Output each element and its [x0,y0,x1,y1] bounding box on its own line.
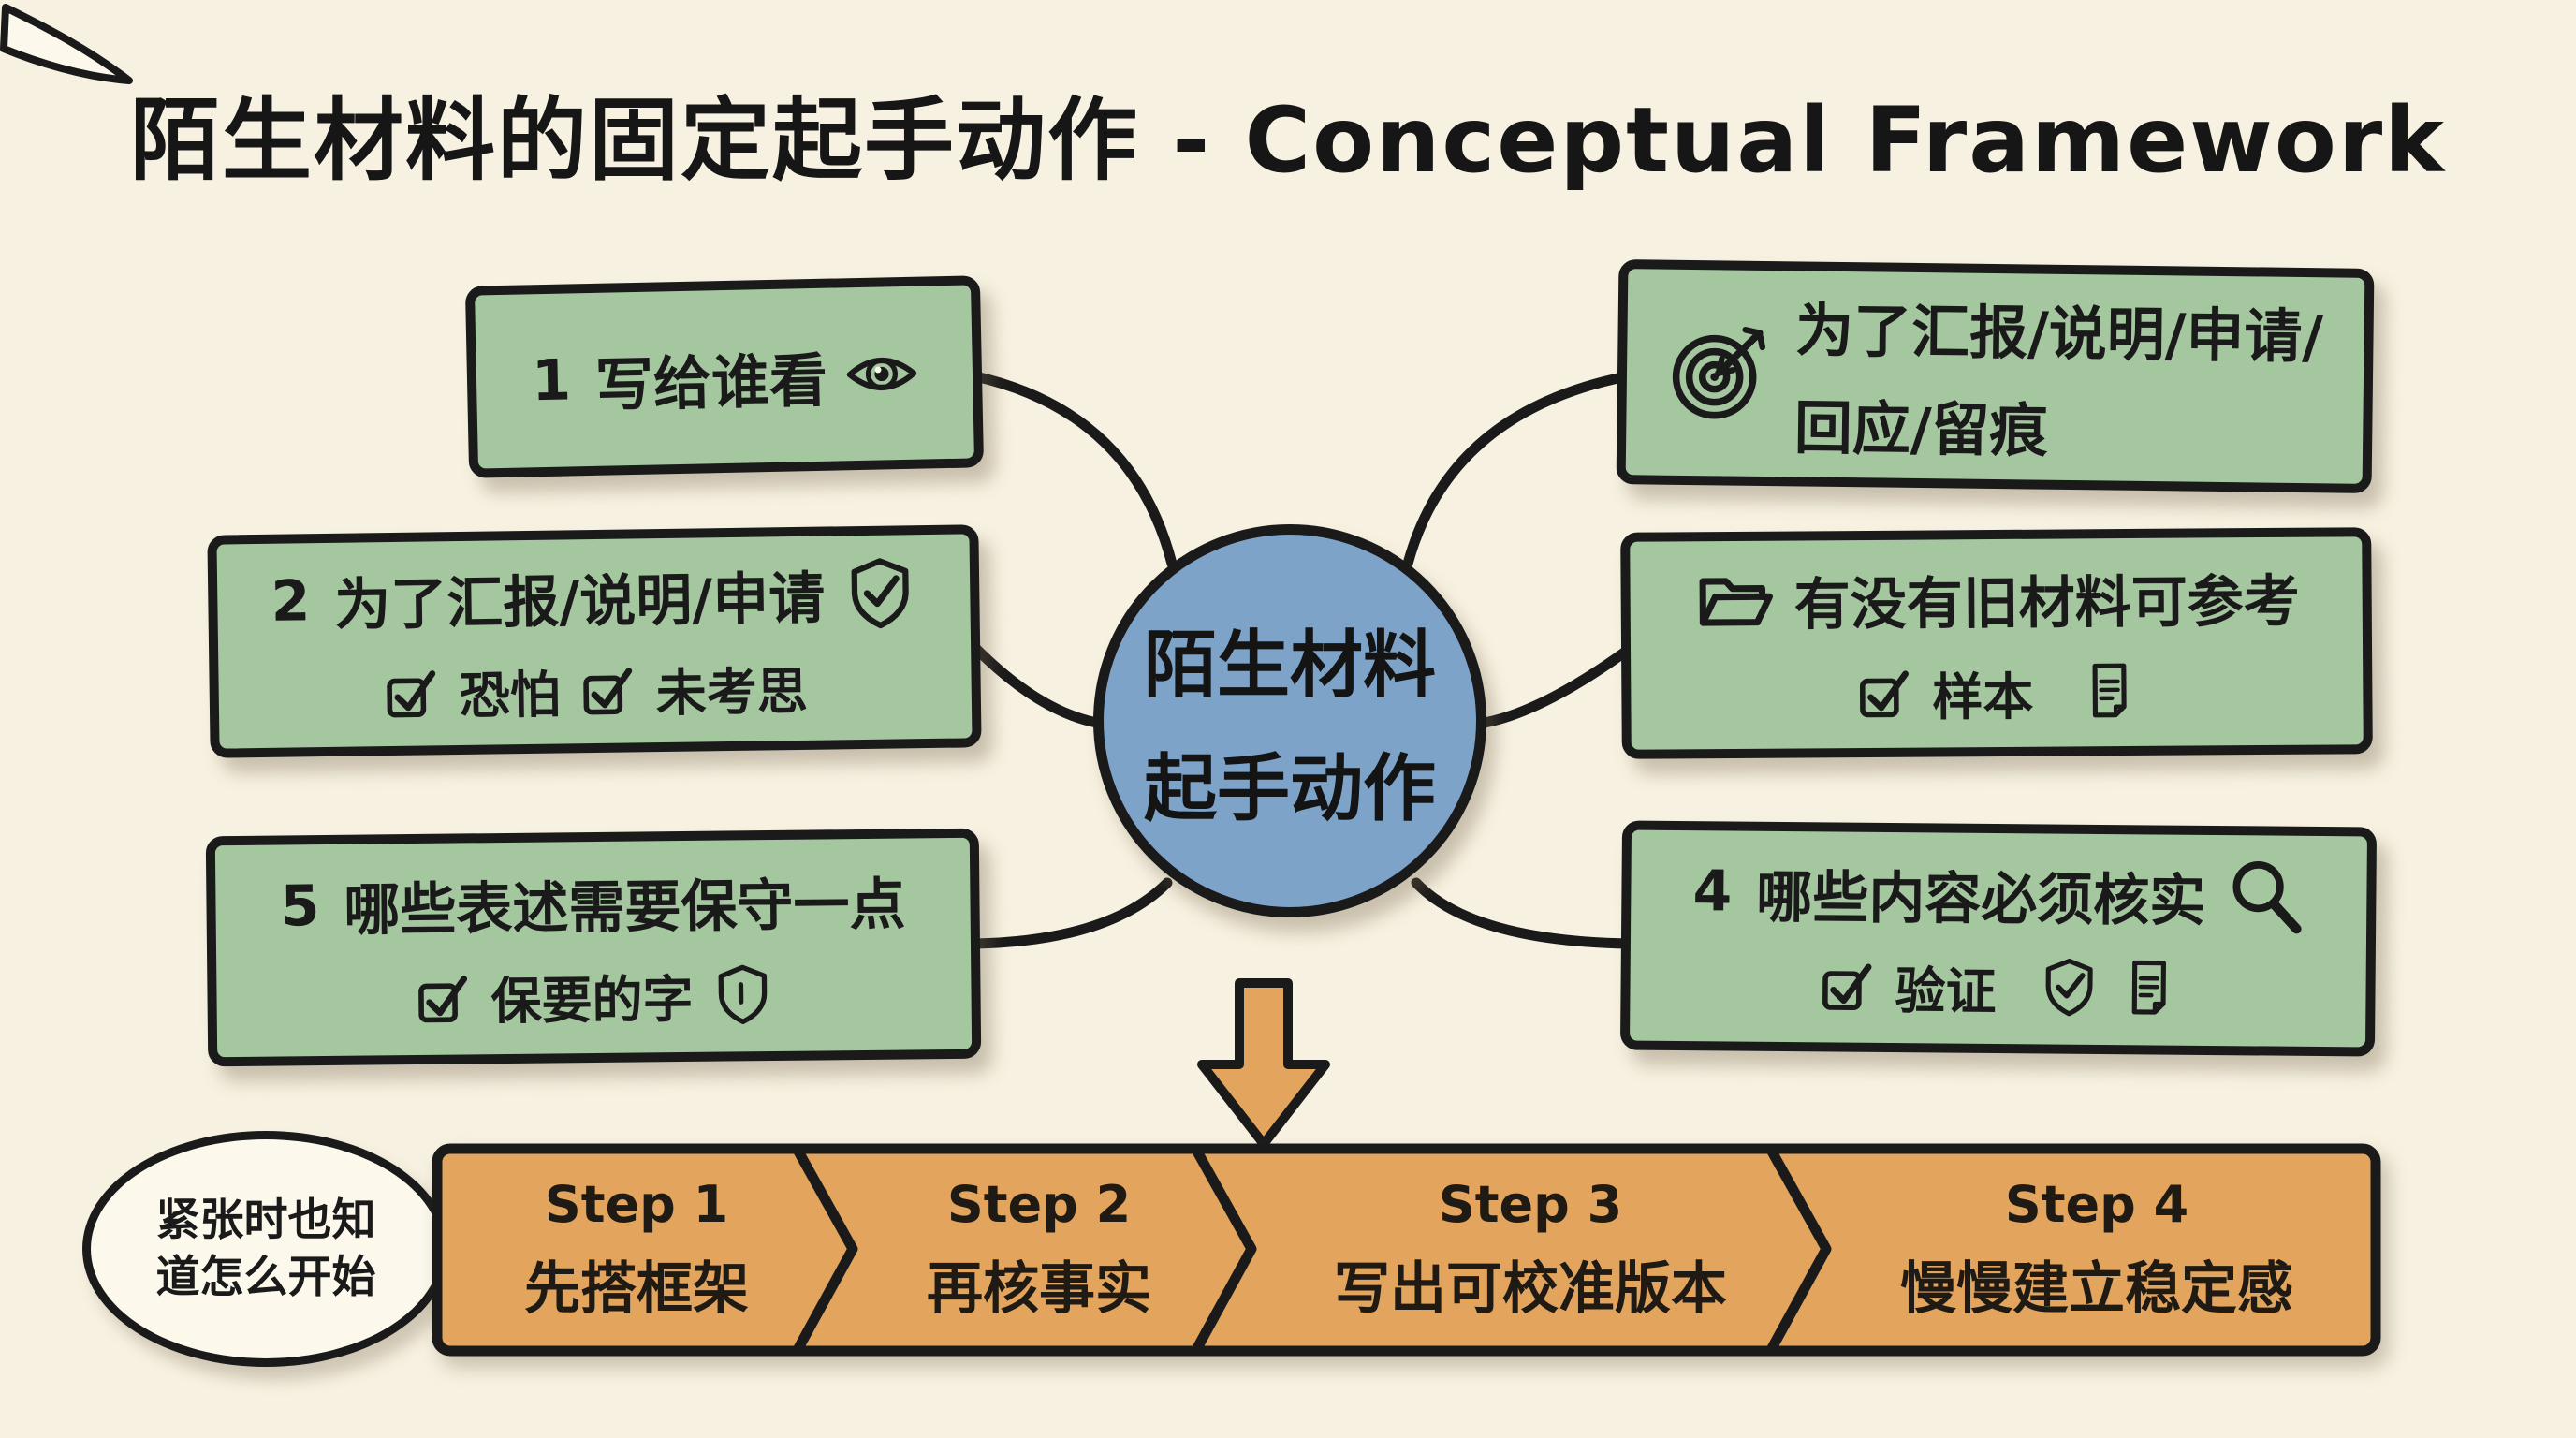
document-icon [2078,661,2138,721]
steps-bar-shape [432,1143,2381,1357]
center-node-line2: 起手动作 [1143,747,1436,831]
box-audience-number: 1 [531,346,572,414]
checkbox-checked-icon [382,663,441,722]
document-icon [2117,958,2178,1019]
box-purpose-right-line1: 为了汇报/说明/申请/ [1794,296,2324,372]
speech-bubble-line1: 紧张时也知 [155,1194,376,1246]
box-purpose-left-label: 为了汇报/说明/申请 [333,565,826,638]
box-purpose-right: 为了汇报/说明/申请/ 回应/留痕 [1616,259,2375,493]
box-purpose-left-check1-label: 恐怕 [459,665,562,726]
target-icon [1667,322,1769,424]
steps-bar: Step 1 先搭框架 Step 2 再核事实 Step 3 写出可校准版本 S… [431,1142,2382,1357]
checkbox-checked-icon [414,968,473,1027]
box-verify: 4 哪些内容必须核实 验证 [1619,820,2378,1057]
box-verify-check1-label: 验证 [1895,961,1997,1021]
box-old-material-label: 有没有旧材料可参考 [1793,568,2300,638]
checkbox-checked-icon [1818,956,1877,1015]
step-3-text: 写出可校准版本 [1334,1256,1727,1322]
checkbox-checked-icon [1855,664,1913,722]
step-1-text: 先搭框架 [524,1256,749,1322]
step-2: Step 2 再核事实 [852,1142,1226,1357]
connector-mid-right [1479,645,1632,728]
step-4-text: 慢慢建立稳定感 [1900,1256,2293,1322]
shield-icon [711,962,774,1025]
page-title: 陌生材料的固定起手动作 - Conceptual Framework [129,88,2447,193]
connector-top-right [1402,371,1632,569]
down-arrow-icon [1197,978,1330,1149]
step-1: Step 1 先搭框架 [449,1142,824,1357]
box-conservative-label: 哪些表述需要保守一点 [344,872,906,944]
box-conservative-check1-label: 保要的字 [490,969,694,1032]
box-verify-number: 4 [1692,858,1733,925]
box-purpose-left-number: 2 [271,567,311,635]
connector-bottom-left [970,877,1173,949]
box-old-material-check1-label: 样本 [1932,667,2034,726]
box-audience: 1 写给谁看 [464,275,985,478]
step-3-label: Step 3 [1438,1175,1623,1234]
center-node-line1: 陌生材料 [1143,624,1436,708]
folder-open-icon [1692,559,1776,642]
step-2-label: Step 2 [946,1175,1132,1234]
box-purpose-left: 2 为了汇报/说明/申请 恐怕 未考思 [207,524,982,758]
step-2-text: 再核事实 [927,1256,1151,1322]
speech-bubble: 紧张时也知 道怎么开始 [82,1131,449,1367]
checkbox-checked-icon [578,660,637,719]
box-conservative: 5 哪些表述需要保守一点 保要的字 [205,828,982,1067]
connector-bottom-right [1411,877,1634,949]
step-4: Step 4 慢慢建立稳定感 [1830,1142,2364,1357]
speech-bubble-line2: 道怎么开始 [155,1252,376,1303]
box-purpose-left-check2-label: 未考思 [655,661,809,724]
box-verify-label: 哪些内容必须核实 [1755,864,2206,934]
connector-top-left [970,371,1178,569]
magnifier-icon [2224,856,2305,937]
box-old-material: 有没有旧材料可参考 样本 [1620,527,2373,759]
eye-icon [845,337,918,410]
shield-check-icon [2039,957,2100,1018]
chevron-separator [1193,1149,1257,1351]
step-1-label: Step 1 [544,1175,729,1234]
chevron-separator [794,1149,858,1351]
step-3: Step 3 写出可校准版本 [1254,1142,1807,1357]
box-conservative-number: 5 [280,873,320,939]
shield-check-icon [843,556,917,630]
center-node: 陌生材料 起手动作 [1093,524,1486,917]
connector-mid-left [970,642,1103,728]
box-purpose-right-line2: 回应/留痕 [1793,393,2048,465]
chevron-separator [1767,1149,1832,1351]
box-audience-label: 写给谁看 [594,345,828,419]
step-4-label: Step 4 [2004,1175,2189,1234]
